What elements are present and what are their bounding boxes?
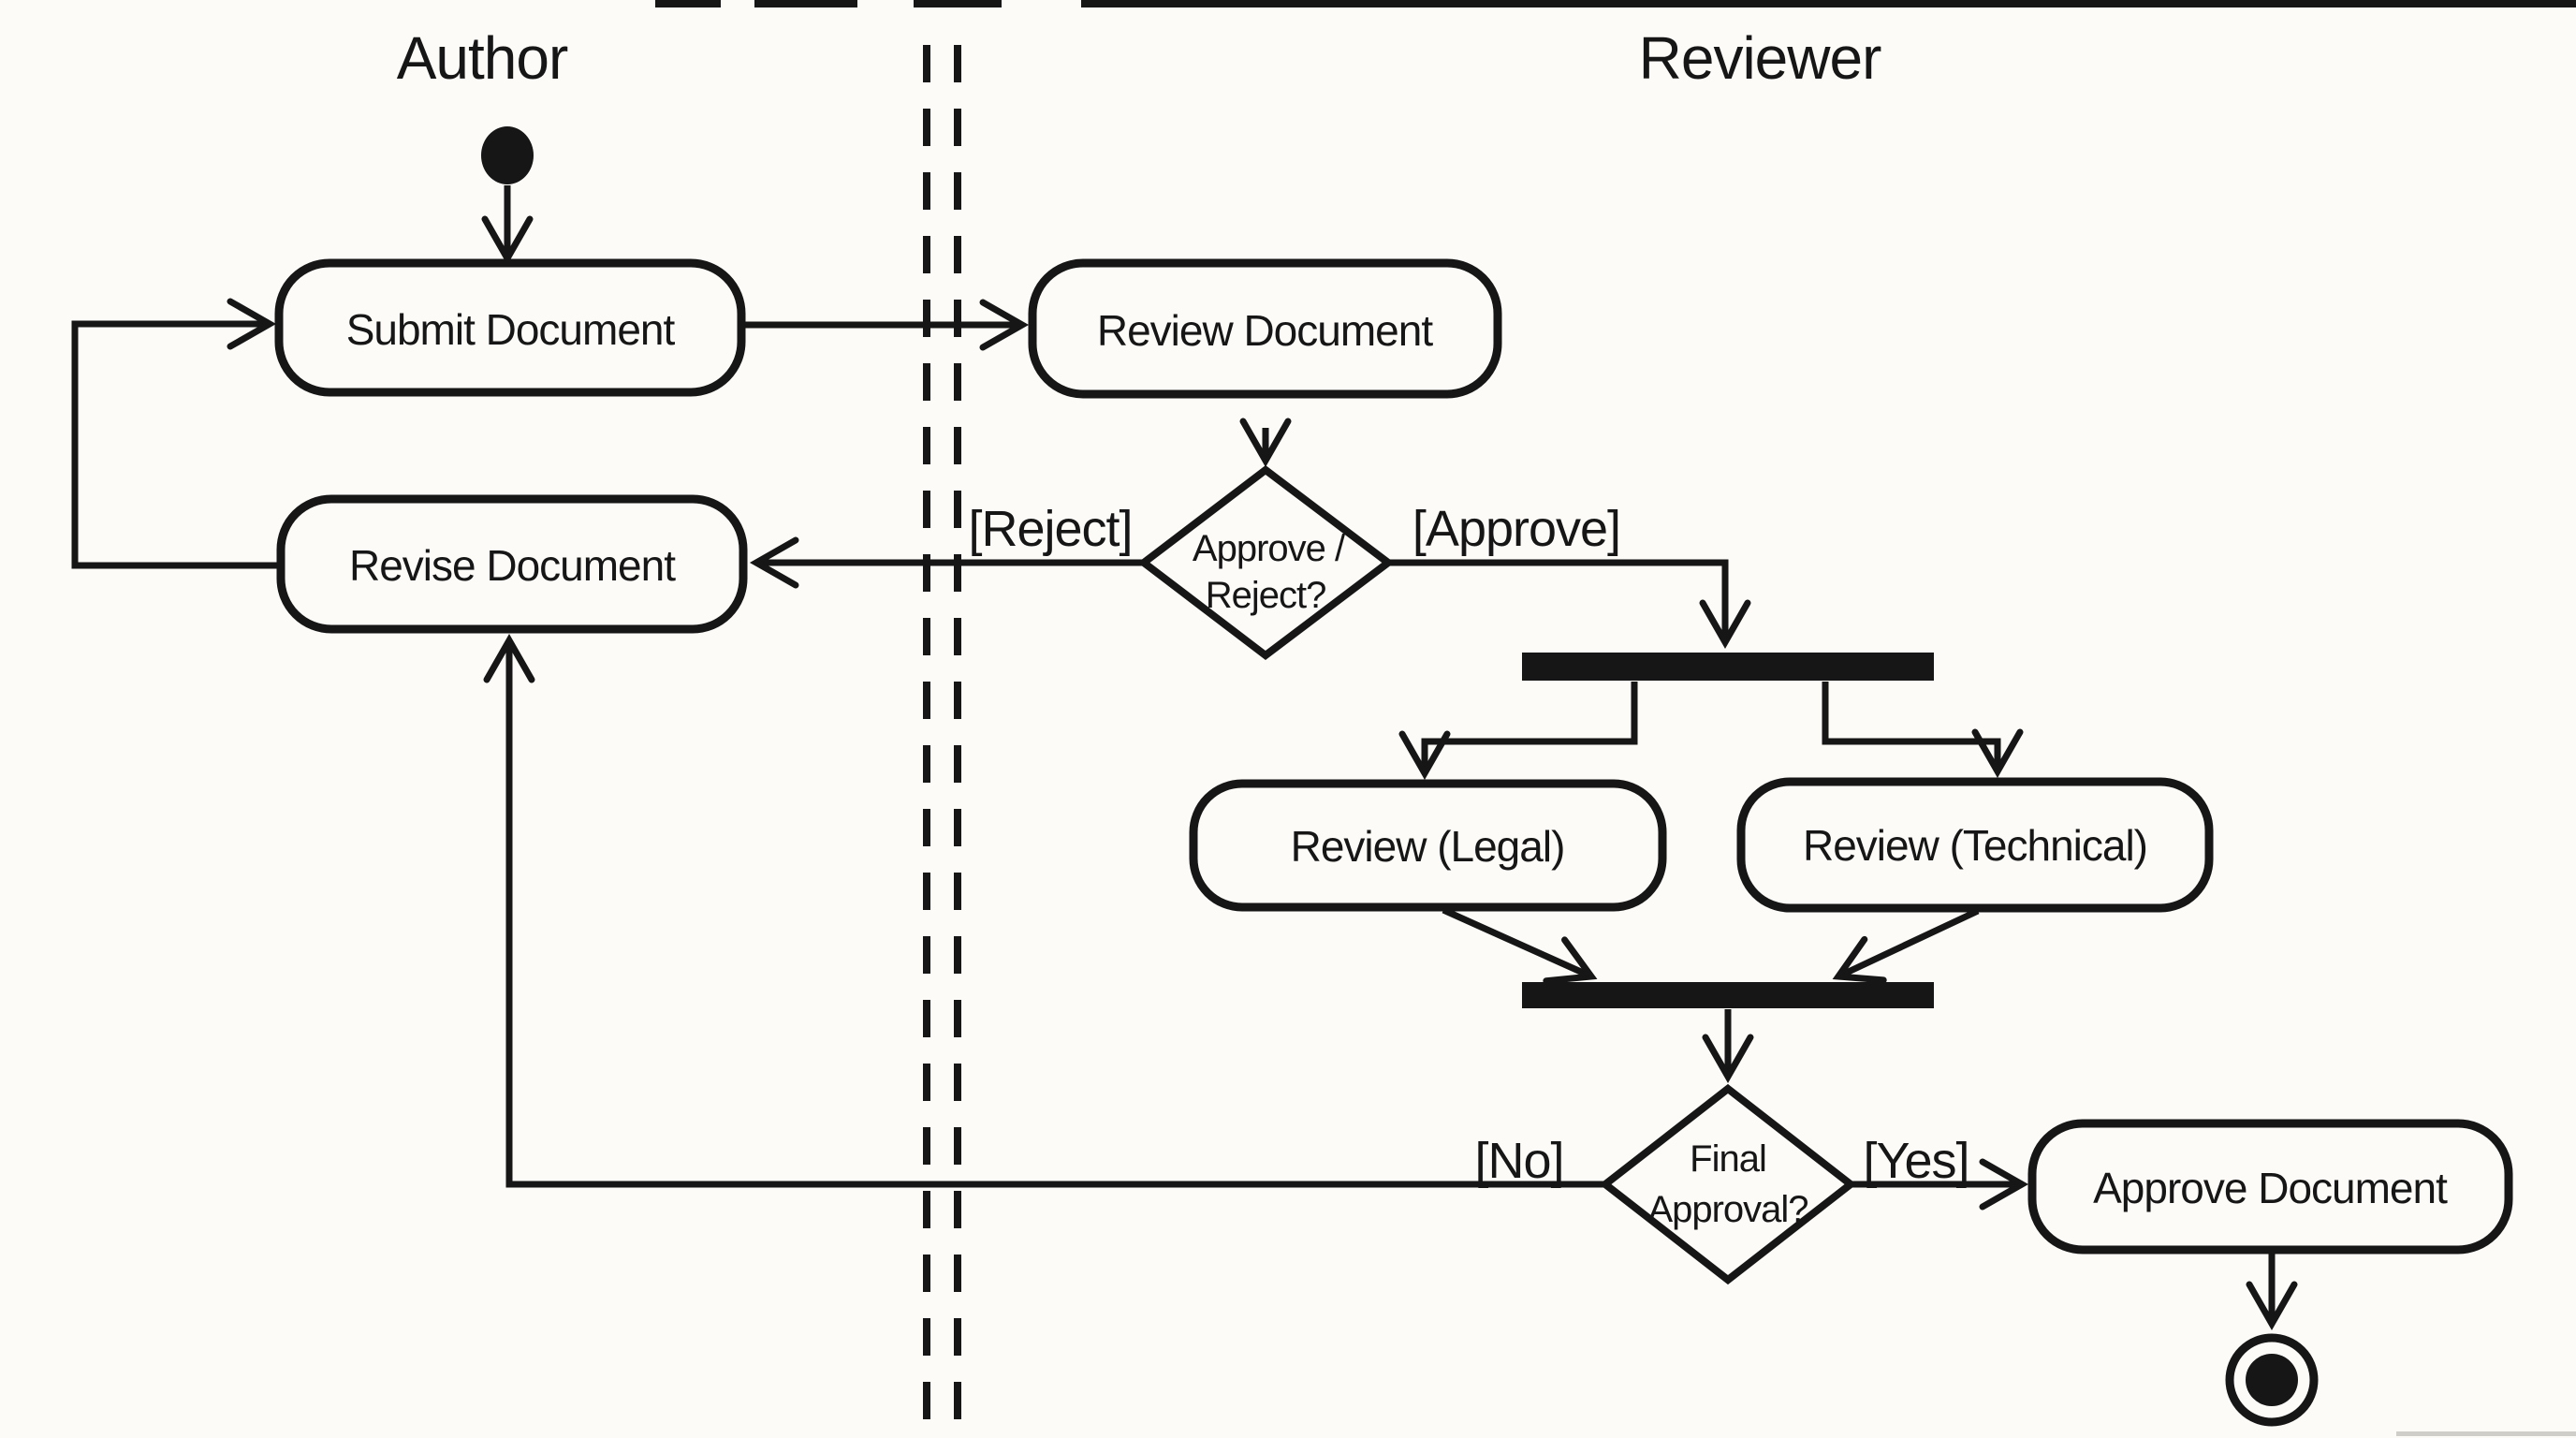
- activity-approve-document: [2027, 1119, 2513, 1255]
- decision-approve-reject: [1137, 464, 1395, 661]
- top-border-segment: [1081, 0, 2576, 7]
- activity-review-legal: [1189, 779, 1667, 912]
- guard-label-approve: [Approve]: [1412, 501, 1620, 557]
- activity-submit-document-label: Submit Document: [346, 305, 676, 354]
- decision-final-approval: [1599, 1083, 1857, 1285]
- swimlane-divider: [923, 45, 961, 1438]
- activity-submit-document: [274, 258, 746, 397]
- decision-approve-reject-line2: Reject?: [1206, 575, 1326, 616]
- activity-review-technical-label: Review (Technical): [1803, 821, 2147, 870]
- lane-title-author: Author: [397, 24, 568, 92]
- lane-title-reviewer: Reviewer: [1639, 24, 1881, 92]
- decision-approve-reject-line1: Approve /: [1193, 528, 1346, 569]
- activity-review-document-label: Review Document: [1097, 306, 1433, 355]
- join-bar: [1522, 982, 1934, 1008]
- guard-label-no: [No]: [1474, 1133, 1563, 1189]
- decision-final-approval-line1: Final: [1690, 1138, 1766, 1180]
- fork-bar: [1522, 653, 1934, 681]
- guard-label-reject: [Reject]: [968, 501, 1132, 557]
- activity-review-document: [1028, 258, 1502, 399]
- edge-revise-to-submit: [71, 298, 281, 569]
- edge-no-to-revise: [483, 633, 1605, 1188]
- edge-approve-to-fork: [1388, 559, 1751, 650]
- guard-label-yes: [Yes]: [1863, 1133, 1969, 1189]
- edge-fork-to-legal: [1398, 682, 1638, 781]
- top-border-segment: [914, 0, 1002, 7]
- top-border-segment: [754, 0, 857, 7]
- activity-review-legal-label: Review (Legal): [1291, 822, 1565, 871]
- decision-final-approval-line2: Approval?: [1647, 1189, 1808, 1230]
- start-node: [481, 126, 534, 184]
- activity-review-technical: [1736, 777, 2214, 913]
- edge-technical-to-join: [1832, 907, 1980, 984]
- frame-top-border: [655, 0, 2576, 1436]
- end-node: [2225, 1333, 2319, 1427]
- end-node-inner-dot: [2246, 1354, 2298, 1406]
- activity-revise-document: [276, 494, 748, 634]
- edges: [71, 185, 2298, 1331]
- edge-fork-to-technical: [1822, 682, 2024, 779]
- activity-revise-document-label: Revise Document: [349, 541, 676, 590]
- bottom-border-fragment: [2396, 1431, 2576, 1436]
- activity-approve-document-label: Approve Document: [2093, 1164, 2448, 1212]
- top-border-segment: [655, 0, 721, 7]
- edge-legal-to-join: [1442, 906, 1598, 985]
